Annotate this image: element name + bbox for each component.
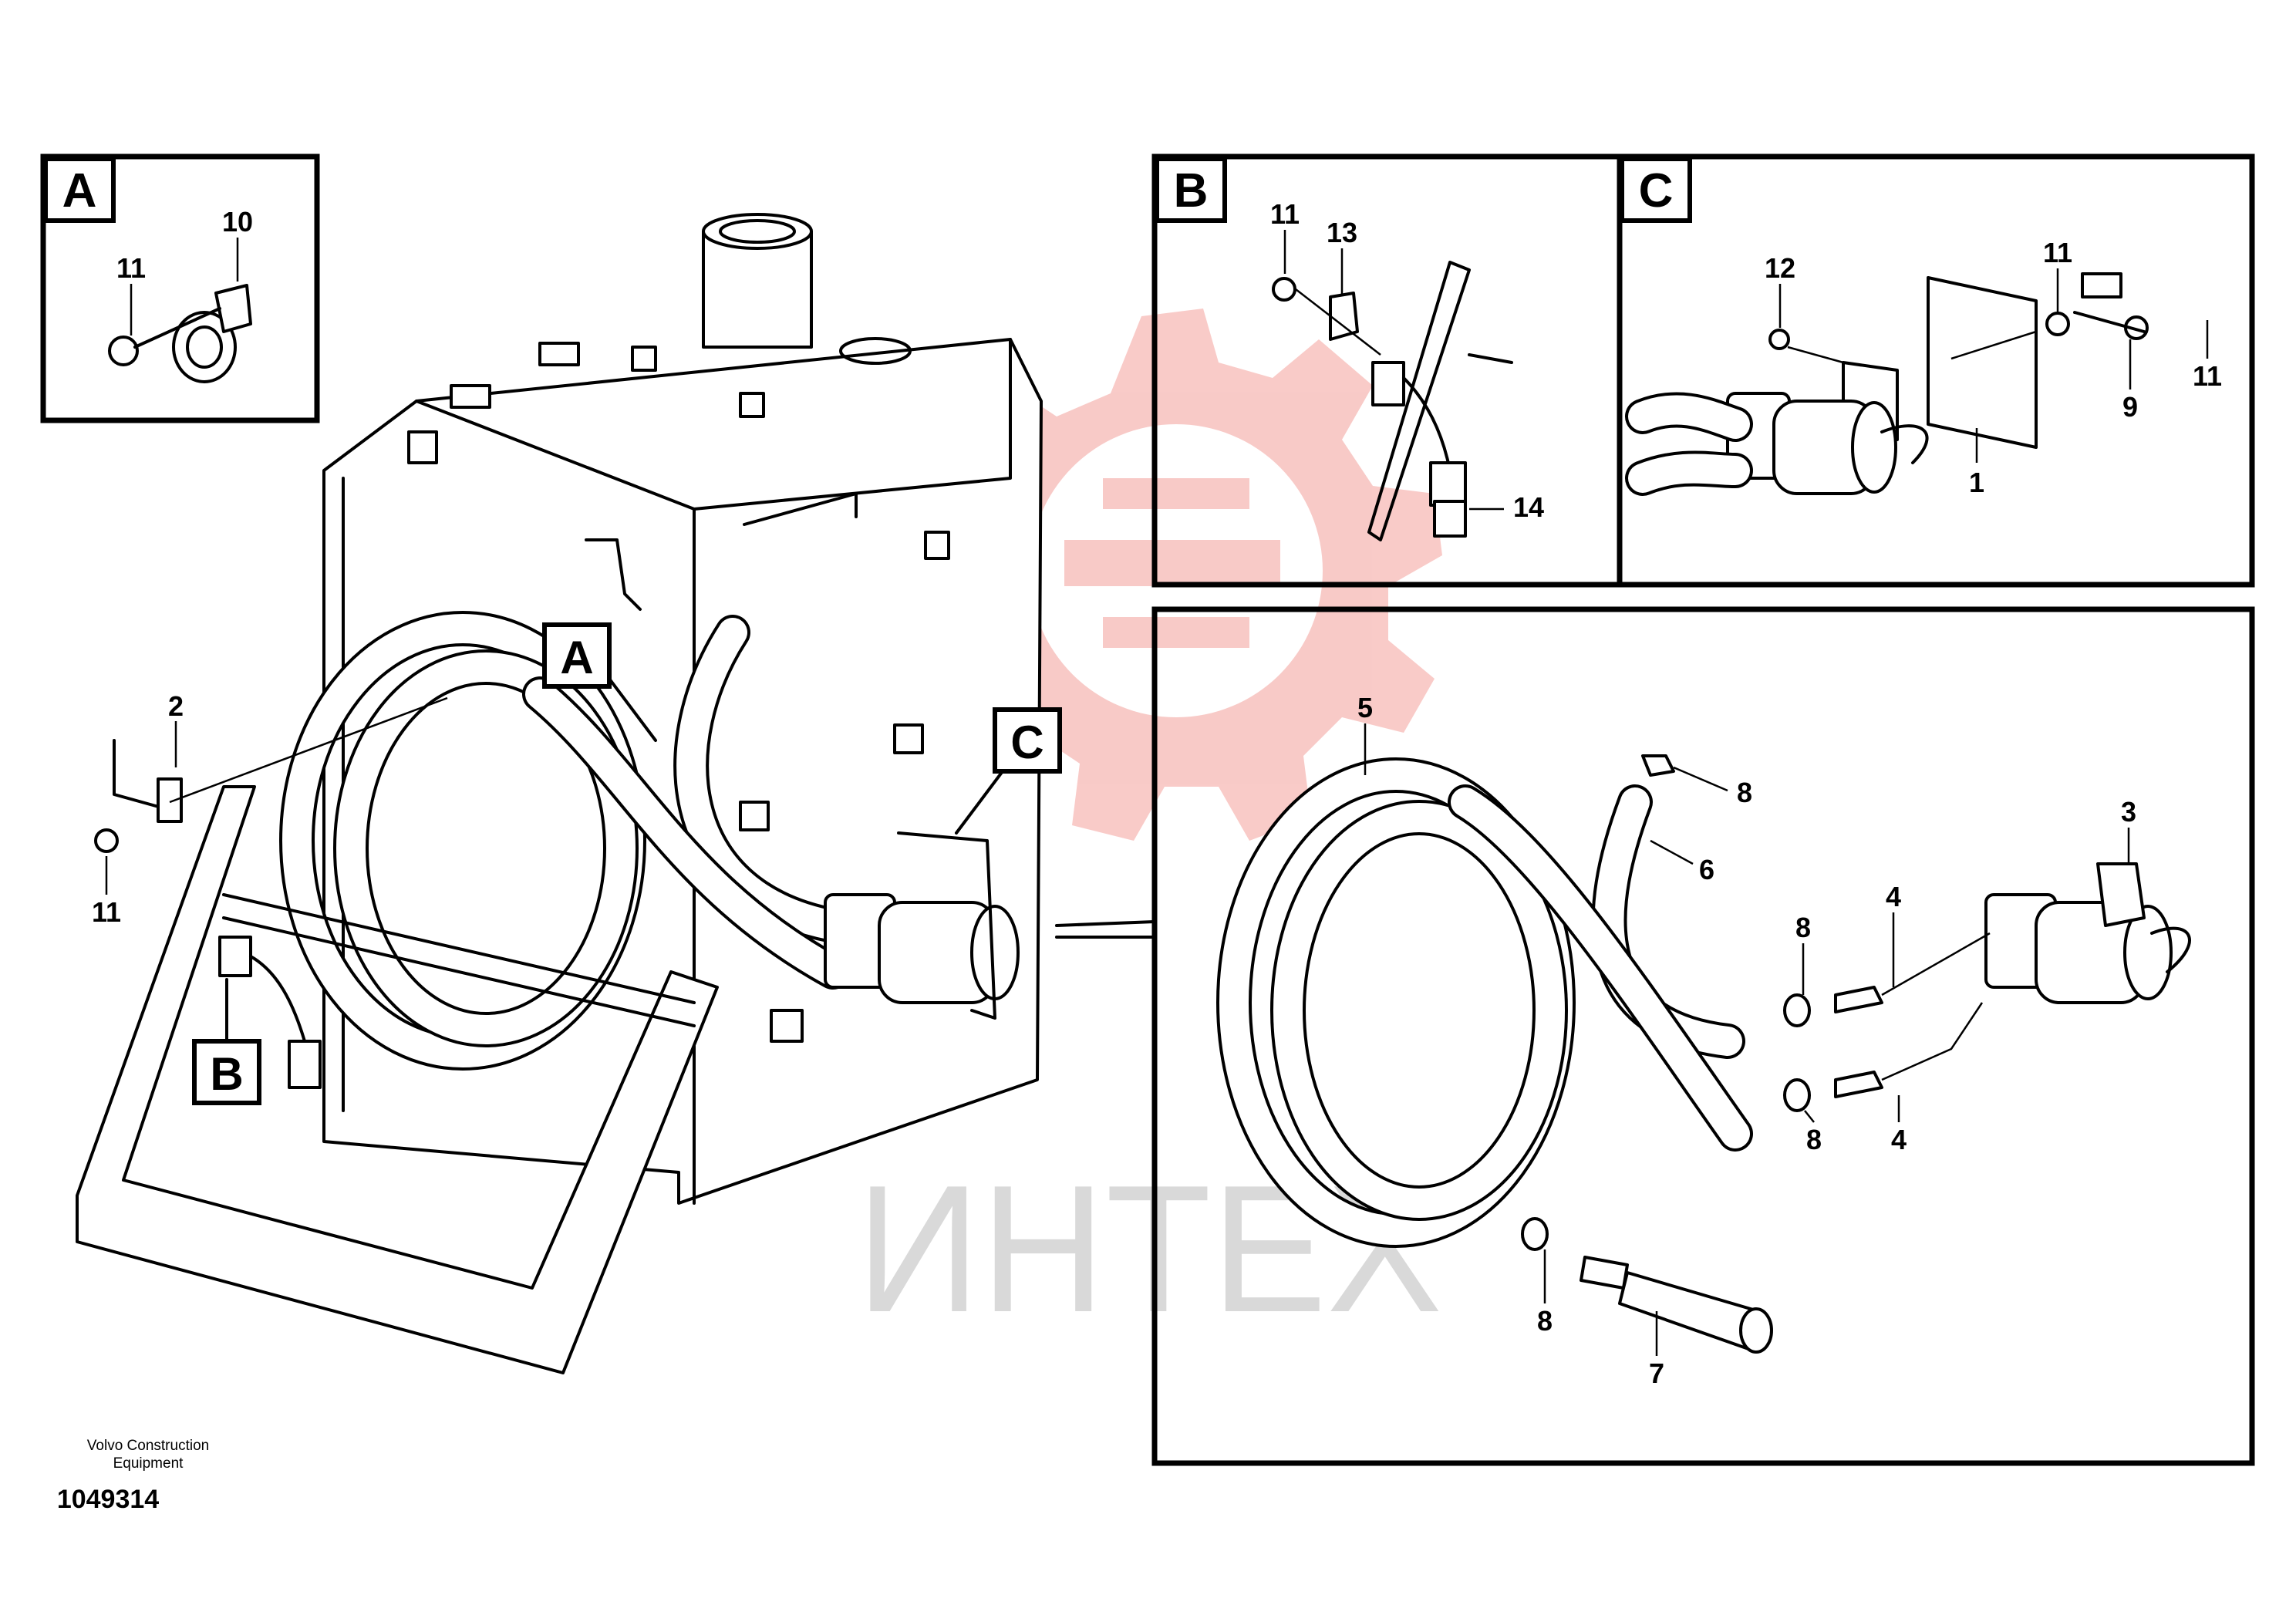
detail-a-tag: A [62, 164, 97, 218]
callout-box-b [192, 1039, 261, 1105]
callout-b: B [210, 1048, 243, 1100]
label-11-c1: 11 [2043, 237, 2072, 268]
label-8-bottom: 8 [1537, 1305, 1553, 1337]
label-5: 5 [1357, 692, 1373, 723]
label-14-b: 14 [1513, 491, 1544, 523]
label-9-c: 9 [2122, 391, 2138, 423]
detail-a-tag-box [43, 157, 116, 223]
detail-view-c [1617, 153, 2255, 588]
clamp-illustration [108, 284, 252, 383]
label-8-mid2: 8 [1806, 1124, 1822, 1155]
label-8-top: 8 [1737, 777, 1752, 808]
exploded-view-leader [1055, 920, 1156, 927]
label-11-b: 11 [1270, 198, 1300, 230]
label-10-a: 10 [222, 206, 253, 238]
drawing-number: 1049314 [57, 1485, 159, 1514]
callout-box-c [993, 707, 1062, 774]
tank-assembly-illustration [76, 213, 1043, 1374]
label-4-top: 4 [1886, 881, 1901, 912]
switch-bracket-illustration [1272, 261, 1513, 541]
detail-c-tag: C [1639, 164, 1674, 218]
label-11-a: 11 [116, 252, 146, 284]
label-6: 6 [1699, 854, 1714, 885]
detail-view-a [40, 153, 320, 423]
label-12-c: 12 [1765, 252, 1795, 284]
callout-box-a [542, 622, 612, 689]
detail-b-tag-box [1155, 157, 1227, 223]
label-8-mid1: 8 [1795, 912, 1811, 943]
company-name-line2: Equipment [113, 1455, 184, 1472]
detail-c-tag-box [1620, 157, 1692, 223]
company-name-line1: Volvo Construction [87, 1438, 209, 1454]
exploded-view [1151, 606, 2255, 1466]
label-7: 7 [1649, 1357, 1664, 1389]
callout-c: C [1010, 717, 1043, 768]
label-11-c2: 11 [2193, 360, 2222, 392]
label-11-main: 11 [92, 896, 121, 928]
label-13-b: 13 [1327, 217, 1357, 248]
label-1-c: 1 [1969, 467, 1984, 498]
detail-b-tag: B [1174, 164, 1209, 218]
hose-kit-illustration [1216, 754, 2191, 1354]
label-2: 2 [168, 690, 184, 722]
pump-bracket-illustration [1625, 272, 2149, 496]
label-3: 3 [2121, 796, 2136, 828]
label-4-bottom: 4 [1891, 1124, 1907, 1155]
callout-a: A [560, 632, 593, 683]
